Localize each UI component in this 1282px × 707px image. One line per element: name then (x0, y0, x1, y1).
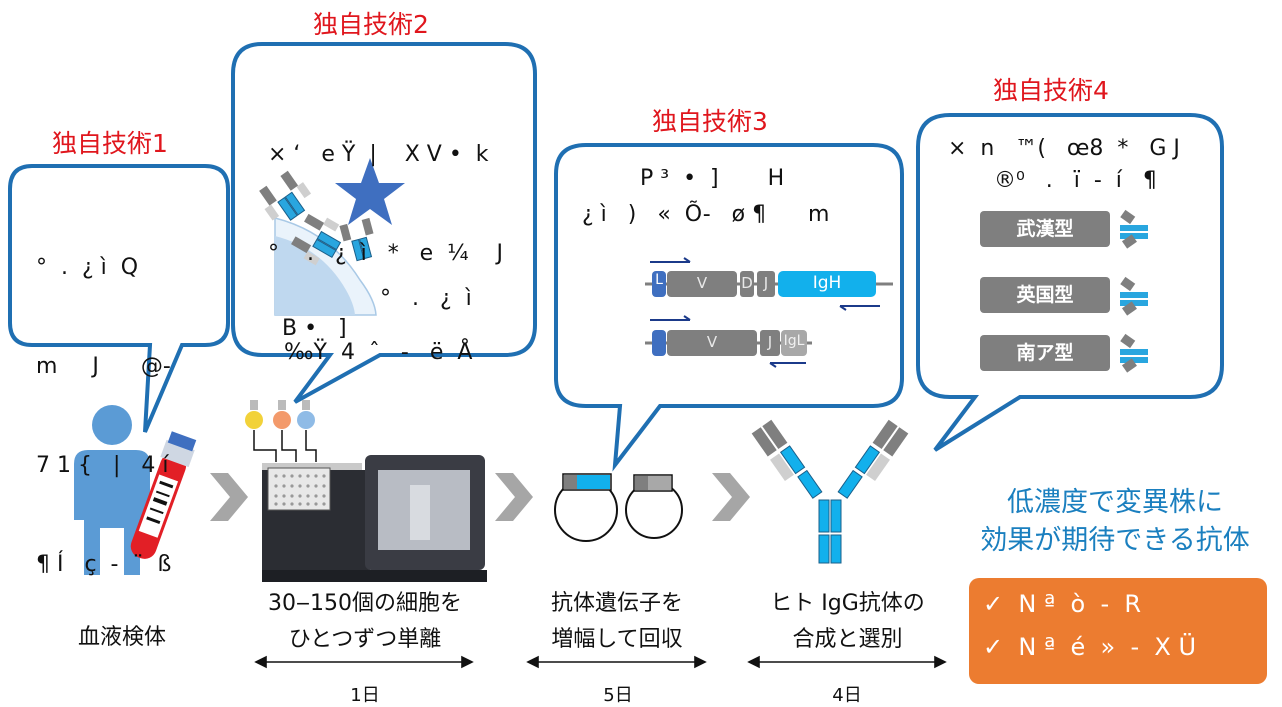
antibody-icon (259, 170, 312, 221)
effect-heading: 低濃度で変異株に 効果が期待できる抗体 (980, 487, 1250, 556)
technology-label-3: 独自技術3 (652, 107, 768, 136)
bubble3-line1: P ³ • ] H (640, 166, 785, 191)
duration-label-2: 5日 (603, 685, 633, 706)
bubble3-line2: ¿ ì ) « Õ- ø ¶ m (582, 202, 830, 227)
step-label-blood: 血液検体 (77, 625, 166, 650)
antibody-icon (291, 213, 342, 266)
bubble4-line1: × n ™( œ8 * G J (948, 136, 1180, 161)
antibody-icon (1120, 209, 1148, 249)
flow-arrow (495, 473, 533, 521)
flow-arrow (210, 473, 248, 521)
flow-arrow (712, 473, 750, 521)
gene-j-label-h: J (763, 274, 769, 292)
gene-igl-label: IgL (783, 333, 805, 349)
gene-diagram-heavy (645, 257, 893, 311)
igg-antibody-icon (751, 419, 909, 564)
speech-bubble-1 (8, 164, 230, 433)
gene-v-label-l: V (706, 333, 718, 351)
gene-d-label: D (741, 274, 753, 292)
technology-label-2: 独自技術2 (313, 10, 429, 39)
duration-label-3: 4日 (832, 685, 862, 706)
result-box: ✓ N ª ò - R ✓ N ª é » - X Ü (969, 578, 1267, 684)
person-icon (74, 405, 150, 575)
check-item-2: ✓ N ª é » - X Ü (983, 633, 1197, 661)
technology-label-4: 独自技術4 (993, 76, 1109, 105)
variant-south-africa: 南ア型 (980, 335, 1110, 371)
gene-l-label: L (655, 272, 663, 288)
plasmid-icon (554, 473, 618, 542)
bubble2-bottom-line1: ° . ¿ ì (380, 286, 472, 311)
star-icon (335, 158, 405, 225)
gene-igh-label: IgH (812, 273, 842, 293)
plasmid-icon (625, 474, 683, 539)
antibody-icon (1120, 333, 1148, 373)
cell-illustration (259, 158, 405, 316)
antibody-icon (1120, 276, 1148, 316)
bubble4-line2: ®⁰ . ï - í ¶ (994, 168, 1157, 193)
step-label-amplify: 抗体遺伝子を 増幅して回収 (550, 591, 683, 652)
bubble2-bottom-line2: B • ] (282, 316, 347, 341)
speech-bubble-3 (554, 143, 904, 472)
blood-tube-icon (130, 431, 197, 559)
bubble2-text: × ‘ e Ÿ | X V • k ° . ¿ ì * e ¼ J ‰Ÿ 4 ˆ… (268, 142, 503, 365)
duration-label-1: 1日 (350, 685, 380, 706)
check-item-1: ✓ N ª ò - R (983, 590, 1142, 618)
technology-label-1: 独自技術1 (52, 129, 168, 158)
duration-arrow (254, 655, 947, 669)
gene-v-label-h: V (696, 274, 708, 292)
step-label-synthesis: ヒト IgG抗体の 合成と選別 (770, 591, 925, 652)
variant-wuhan: 武漢型 (980, 211, 1110, 247)
gene-diagram-light (645, 315, 812, 368)
gene-j-label-l: J (767, 333, 773, 351)
variant-uk: 英国型 (980, 277, 1110, 313)
bubble1-text: ° . ¿ ì Q m J @- 7 1 { | 4 í ¶ Í ç - ¨ ß (36, 255, 172, 577)
step-label-isolation: 30‒150個の細胞を ひとつずつ単離 (268, 591, 462, 652)
cell-sorter-icon (245, 400, 487, 582)
